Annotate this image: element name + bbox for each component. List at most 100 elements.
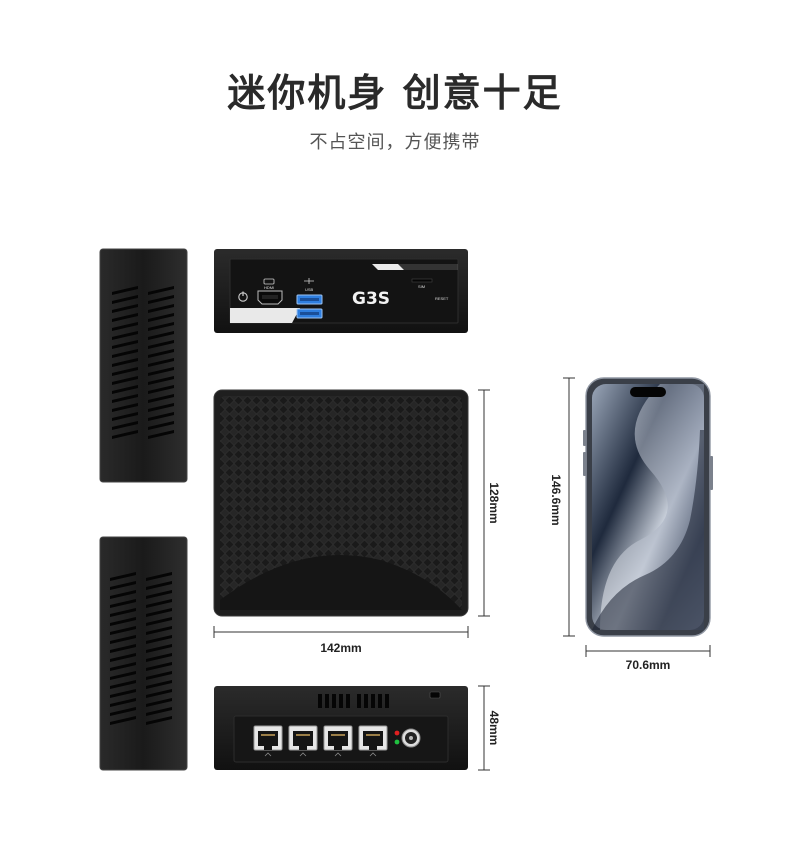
ethernet-icon <box>334 752 342 757</box>
vent-slot <box>148 340 174 349</box>
vent-slot <box>112 430 138 439</box>
vent-slot <box>112 358 138 367</box>
ethernet-port[interactable] <box>323 725 353 757</box>
ethernet-ports[interactable] <box>253 725 388 757</box>
vent-slot <box>110 599 136 608</box>
vent-slot <box>148 394 174 403</box>
vent-slot <box>148 376 174 385</box>
vent-slot <box>110 572 136 581</box>
ethernet-icon <box>299 752 307 757</box>
vent-slot <box>148 304 174 313</box>
vent-slot <box>146 689 172 698</box>
vent-slot <box>110 689 136 698</box>
vent-slot <box>148 331 174 340</box>
vent-slot <box>112 412 138 421</box>
page-subtitle: 不占空间，方便携带 <box>309 132 481 153</box>
vent-slot <box>318 694 322 708</box>
vent-slot <box>146 590 172 599</box>
vent-slot <box>112 385 138 394</box>
vent-slot <box>148 412 174 421</box>
vent-slot <box>110 581 136 590</box>
width-label: 142mm <box>320 641 361 655</box>
vent-slot <box>146 716 172 725</box>
vent-slot <box>146 581 172 590</box>
vent-slot <box>148 349 174 358</box>
ethernet-icon <box>369 752 377 757</box>
dynamic-island <box>630 387 666 397</box>
phone-width-label: 70.6mm <box>626 658 671 672</box>
back-vents <box>318 694 389 708</box>
vent-slot <box>364 694 368 708</box>
vent-slot <box>110 653 136 662</box>
vent-slot <box>146 626 172 635</box>
vent-slot <box>112 394 138 403</box>
vent-slot <box>110 680 136 689</box>
vent-slot <box>148 421 174 430</box>
vent-slot <box>339 694 343 708</box>
vent-slot <box>146 680 172 689</box>
vent-slot <box>112 304 138 313</box>
led-green <box>394 739 400 745</box>
vent-slot <box>148 313 174 322</box>
phone <box>583 377 713 637</box>
phone-dimension-height <box>563 377 575 637</box>
vent-slot <box>110 635 136 644</box>
ethernet-icon <box>264 752 272 757</box>
dc-power-jack[interactable] <box>401 728 421 748</box>
vent-slot <box>146 662 172 671</box>
led-red <box>394 730 400 736</box>
vent-slot <box>110 626 136 635</box>
usb-label: USB <box>305 287 314 292</box>
vent-slot <box>110 590 136 599</box>
vent-slot <box>146 644 172 653</box>
power-icon[interactable] <box>238 291 248 302</box>
vent-slot <box>112 340 138 349</box>
height-label: 48mm <box>487 711 501 746</box>
vent-slot <box>110 671 136 680</box>
hdmi-port[interactable]: HDMI <box>257 278 283 305</box>
ethernet-port[interactable] <box>253 725 283 757</box>
vent-slot <box>146 608 172 617</box>
front-panel: HDMI USB G3S SIM RESET <box>214 249 468 333</box>
phone-dimension-width <box>585 645 711 657</box>
vent-slot <box>148 385 174 394</box>
page-title: 迷你机身 创意十足 <box>227 71 563 115</box>
vent-slot <box>148 286 174 295</box>
vent-slot <box>148 358 174 367</box>
vent-slot <box>146 617 172 626</box>
vent-slot <box>112 295 138 304</box>
vent-slot <box>110 617 136 626</box>
vent-slot <box>112 421 138 430</box>
vent-slot <box>148 322 174 331</box>
vent-slot <box>146 698 172 707</box>
vent-slot <box>112 367 138 376</box>
ethernet-port[interactable] <box>358 725 388 757</box>
sim-slot[interactable]: SIM <box>411 278 433 289</box>
vent-slots <box>112 286 174 439</box>
vent-slot <box>146 635 172 644</box>
vent-slots <box>110 572 172 725</box>
vent-slot <box>332 694 336 708</box>
usb-icon <box>304 278 314 284</box>
vent-slot <box>378 694 382 708</box>
brand-logo: G3S <box>352 289 390 309</box>
hdmi-label: HDMI <box>264 285 274 290</box>
top-view <box>213 389 469 617</box>
depth-label: 128mm <box>487 482 501 523</box>
vent-slot <box>325 694 329 708</box>
vent-slot <box>346 694 350 708</box>
dimension-height <box>478 685 490 771</box>
vent-slot <box>112 322 138 331</box>
sim-label: SIM <box>418 284 425 289</box>
vent-slot <box>112 376 138 385</box>
vent-slot <box>148 430 174 439</box>
vent-slot <box>110 662 136 671</box>
vent-slot <box>371 694 375 708</box>
vent-slot <box>112 349 138 358</box>
ethernet-port[interactable] <box>288 725 318 757</box>
vent-slot <box>146 671 172 680</box>
vent-slot <box>385 694 389 708</box>
usb-ports[interactable]: USB <box>296 278 323 319</box>
vent-slot <box>146 653 172 662</box>
